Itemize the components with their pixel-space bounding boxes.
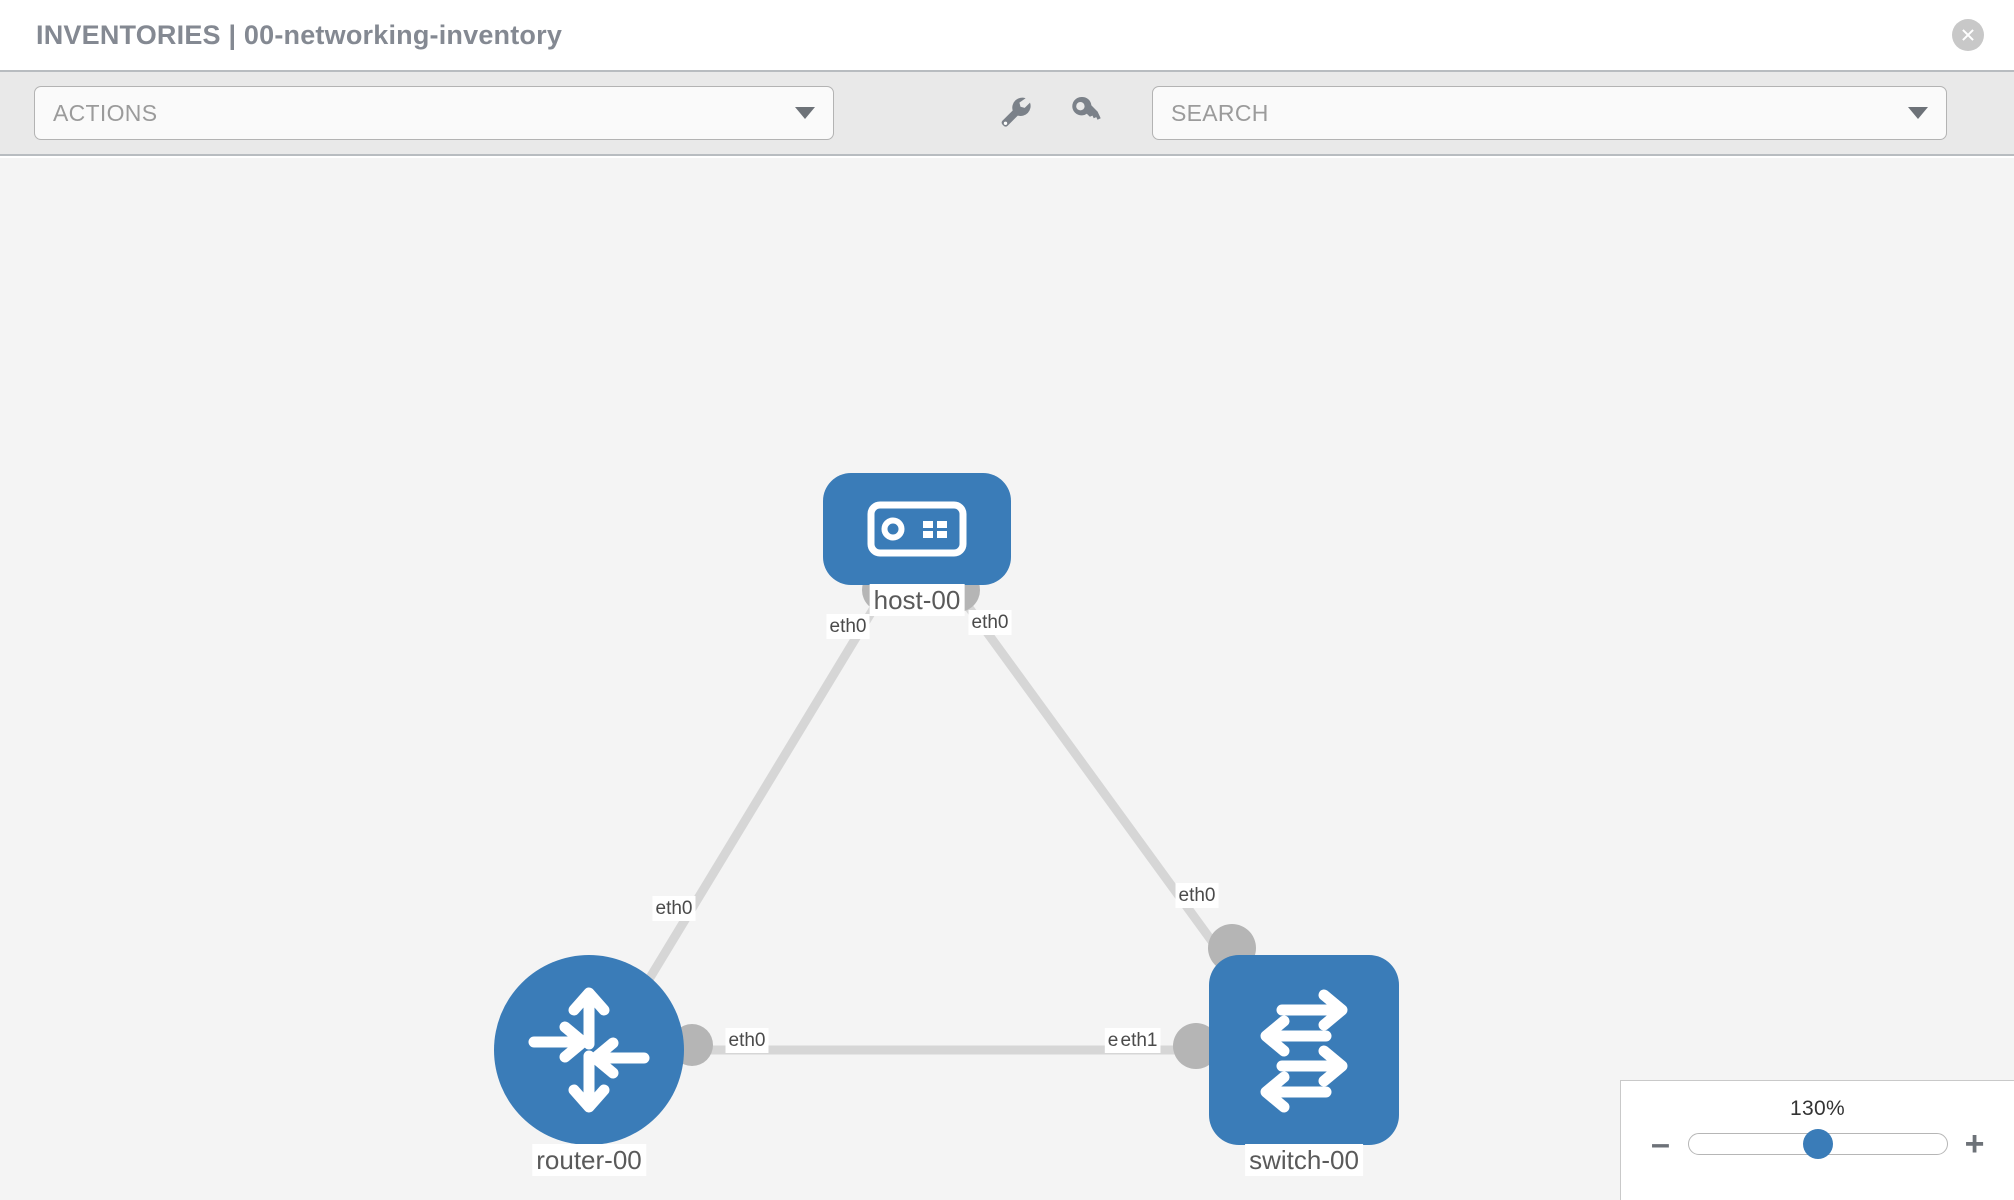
connector-switch-left <box>1173 1023 1219 1069</box>
iface-label: eth0 <box>725 1028 769 1053</box>
search-input[interactable]: SEARCH <box>1152 86 1947 140</box>
link-host-router <box>624 595 884 1017</box>
iface-label: eth0 <box>826 614 870 639</box>
topology-links <box>624 595 1266 1055</box>
zoom-percent-label: 130% <box>1790 1097 1845 1120</box>
chevron-down-icon <box>1908 107 1928 119</box>
actions-dropdown[interactable]: ACTIONS <box>34 86 834 140</box>
chevron-down-icon <box>795 107 815 119</box>
iface-label: eth0 <box>1175 883 1219 908</box>
node-label-host: host-00 <box>869 584 965 616</box>
search-placeholder: SEARCH <box>1171 99 1269 126</box>
zoom-slider-track[interactable] <box>1687 1129 1948 1159</box>
toolbar: ACTIONS <box>0 70 2014 156</box>
close-icon[interactable] <box>1952 19 1984 51</box>
iface-label: eth0 <box>968 610 1012 635</box>
node-switch-00 <box>1209 955 1399 1145</box>
topology-connectors <box>671 568 1256 1069</box>
wrench-icon[interactable] <box>994 91 1034 136</box>
page-header: INVENTORIES | 00-networking-inventory <box>0 0 2014 70</box>
zoom-slider-thumb[interactable] <box>1802 1129 1833 1159</box>
node-host-00 <box>823 473 1011 585</box>
actions-dropdown-label: ACTIONS <box>53 99 158 126</box>
node-label-router: router-00 <box>532 1144 646 1176</box>
key-icon[interactable] <box>1066 91 1106 136</box>
zoom-out-button[interactable]: – <box>1651 1125 1670 1163</box>
zoom-slider-row: – + <box>1621 1125 2014 1163</box>
node-label-switch: switch-00 <box>1245 1144 1363 1176</box>
node-router-00 <box>494 955 684 1145</box>
toolbar-icon-group <box>994 91 1106 136</box>
topology-canvas[interactable]: eth0 eth0 eth0 eth0 eth0 eth eth1 host-0… <box>0 158 2014 1200</box>
iface-label: eth1 <box>1117 1028 1161 1053</box>
page-title: INVENTORIES | 00-networking-inventory <box>36 19 563 50</box>
zoom-in-button[interactable]: + <box>1964 1125 1985 1163</box>
iface-label: eth0 <box>652 896 696 921</box>
zoom-control: 130% – + <box>1620 1080 2014 1200</box>
